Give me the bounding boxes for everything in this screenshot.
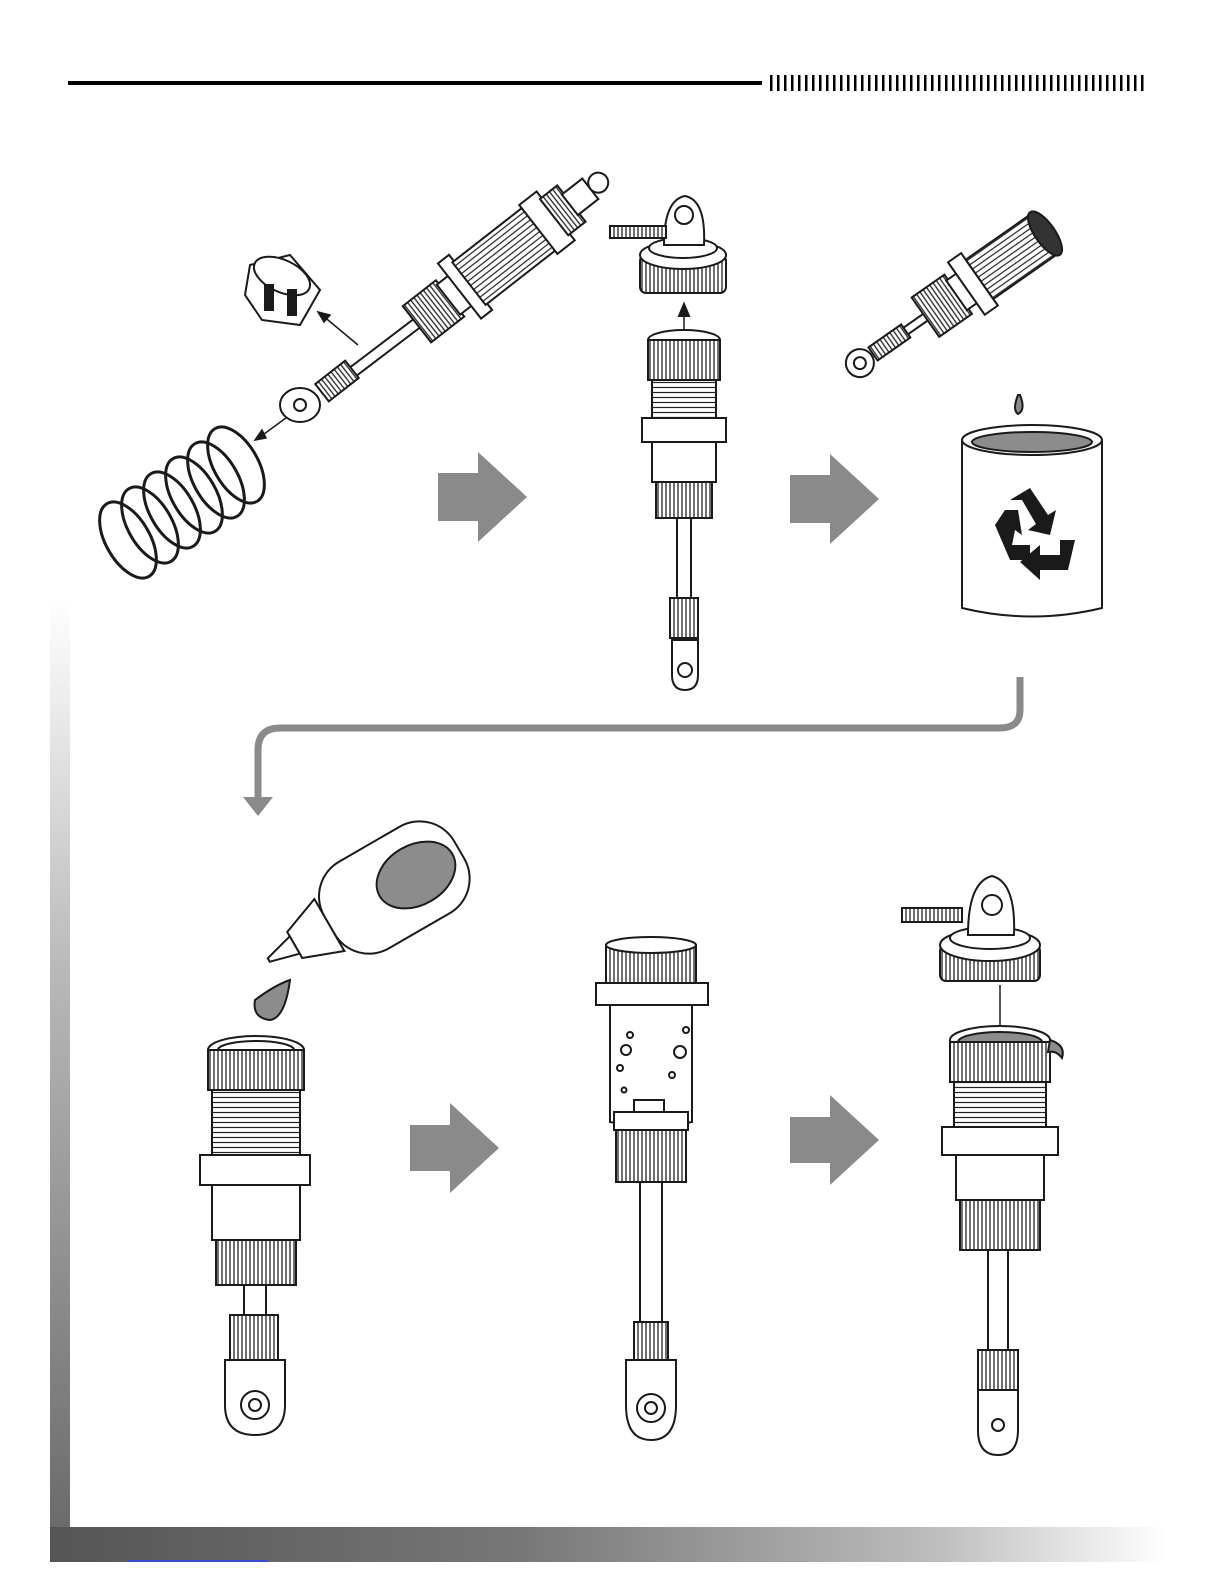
next-arrow-3: [410, 1103, 499, 1193]
shock-body-part-5: [596, 937, 708, 1440]
step5-bleed-air: [596, 937, 708, 1440]
header-rule: [68, 75, 1146, 91]
inverted-shock-part: [830, 202, 1071, 398]
top-cap-part: [610, 196, 726, 293]
next-arrow-2: [790, 454, 879, 544]
step6-reinstall-cap: [902, 876, 1063, 1455]
next-arrow-4: [790, 1095, 879, 1185]
shock-shaft-part: [280, 318, 422, 422]
top-cap-part-6: [902, 876, 1040, 981]
shock-body-part-4: [200, 1036, 310, 1435]
step2-remove-cap: [610, 196, 726, 690]
shock-body-part: [395, 149, 627, 352]
shock-body-part-2: [642, 330, 726, 690]
step1-remove-spring: [88, 149, 628, 587]
curved-arrow-icon: [243, 677, 1020, 816]
next-arrow-1: [438, 452, 527, 542]
step3-drain-oil: [830, 202, 1102, 617]
step4-fill-oil: [200, 807, 484, 1435]
shock-body-part-6: [942, 1026, 1063, 1455]
spring-collar-part: [245, 249, 320, 325]
oil-bottle-part: [244, 807, 485, 1004]
spring-part: [88, 418, 276, 588]
recycle-container: [962, 425, 1102, 617]
